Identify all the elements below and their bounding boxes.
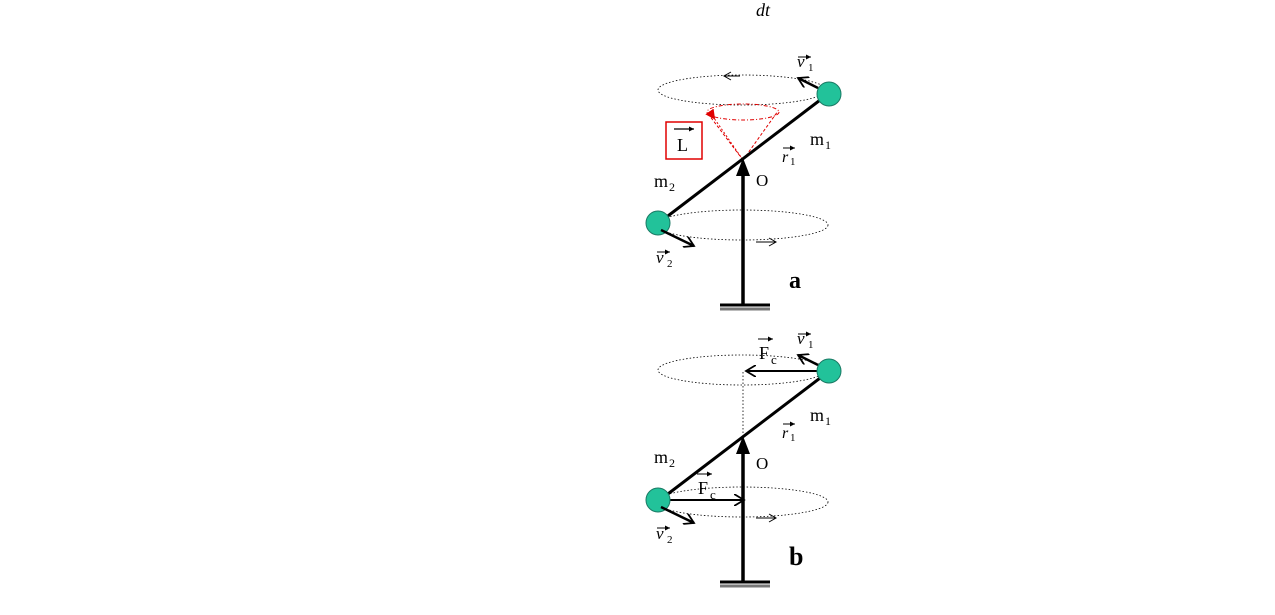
svg-text:F: F (698, 478, 708, 498)
svg-text:1: 1 (790, 432, 796, 444)
svg-text:2: 2 (669, 456, 675, 470)
velocity-bottom-arrow-b (660, 505, 694, 523)
origin-label-b: O (756, 454, 768, 473)
panel-label-a: a (789, 268, 801, 294)
svg-text:2: 2 (667, 258, 673, 270)
force-top-label-b: F c (758, 336, 777, 367)
axis-arrow-b (736, 436, 750, 454)
velocity-bottom-arrow-a (660, 228, 694, 246)
mass-bottom-label-a: m 2 (654, 171, 675, 194)
diagram-b: F c F c v 1 v 2 m 1 m 2 r 1 (645, 329, 842, 588)
mass-top-b (816, 358, 842, 384)
svg-text:c: c (710, 487, 716, 502)
mass-top-label-b: m 1 (810, 405, 831, 428)
origin-label-a: O (756, 171, 768, 190)
mass-bottom-a (645, 210, 671, 236)
rod-b (659, 370, 829, 502)
mass-top-label-a: m 1 (810, 129, 831, 152)
panel-label-b: b (789, 542, 803, 571)
svg-text:1: 1 (808, 62, 814, 74)
svg-text:2: 2 (667, 534, 673, 546)
velocity-bottom-label-b: v 2 (656, 524, 673, 546)
angular-momentum-box-a (665, 121, 703, 160)
svg-text:1: 1 (808, 339, 814, 351)
mass-bottom-label-b: m 2 (654, 447, 675, 470)
svg-text:F: F (759, 343, 769, 363)
svg-text:m: m (810, 405, 824, 425)
svg-text:v: v (656, 524, 664, 543)
svg-text:m: m (654, 171, 668, 191)
angular-momentum-cone-a (705, 103, 780, 161)
svg-text:v: v (797, 329, 805, 348)
velocity-bottom-label-a: v 2 (656, 248, 673, 270)
diagram-a: L v 1 v 2 m 1 m 2 (645, 52, 842, 311)
svg-text:1: 1 (825, 414, 831, 428)
radius-vector-label-a: r 1 (782, 145, 796, 168)
svg-text:v: v (797, 52, 805, 71)
svg-text:r: r (782, 425, 789, 442)
svg-text:r: r (782, 149, 789, 166)
orbit-arrow-bottom-b (756, 513, 778, 523)
svg-text:m: m (654, 447, 668, 467)
mass-bottom-b (645, 487, 671, 513)
angular-momentum-label-a: L (677, 135, 688, 155)
radius-vector-label-b: r 1 (782, 421, 796, 444)
force-bottom-label-b: F c (697, 471, 716, 502)
svg-text:v: v (656, 248, 664, 267)
header-fragment-text: dt (756, 0, 771, 20)
svg-text:2: 2 (669, 180, 675, 194)
velocity-top-label-a: v 1 (797, 52, 814, 74)
orbit-arrow-bottom-a (756, 237, 778, 247)
velocity-top-label-b: v 1 (797, 329, 814, 351)
svg-text:1: 1 (790, 156, 796, 168)
svg-text:c: c (771, 352, 777, 367)
velocity-top-arrow-a (798, 78, 819, 90)
svg-text:m: m (810, 129, 824, 149)
rod-a (659, 92, 829, 224)
velocity-top-arrow-b (798, 355, 819, 367)
axis-arrow-a (736, 158, 750, 176)
mass-top-a (816, 81, 842, 107)
svg-text:1: 1 (825, 138, 831, 152)
orbit-arrow-top-a (722, 71, 740, 81)
